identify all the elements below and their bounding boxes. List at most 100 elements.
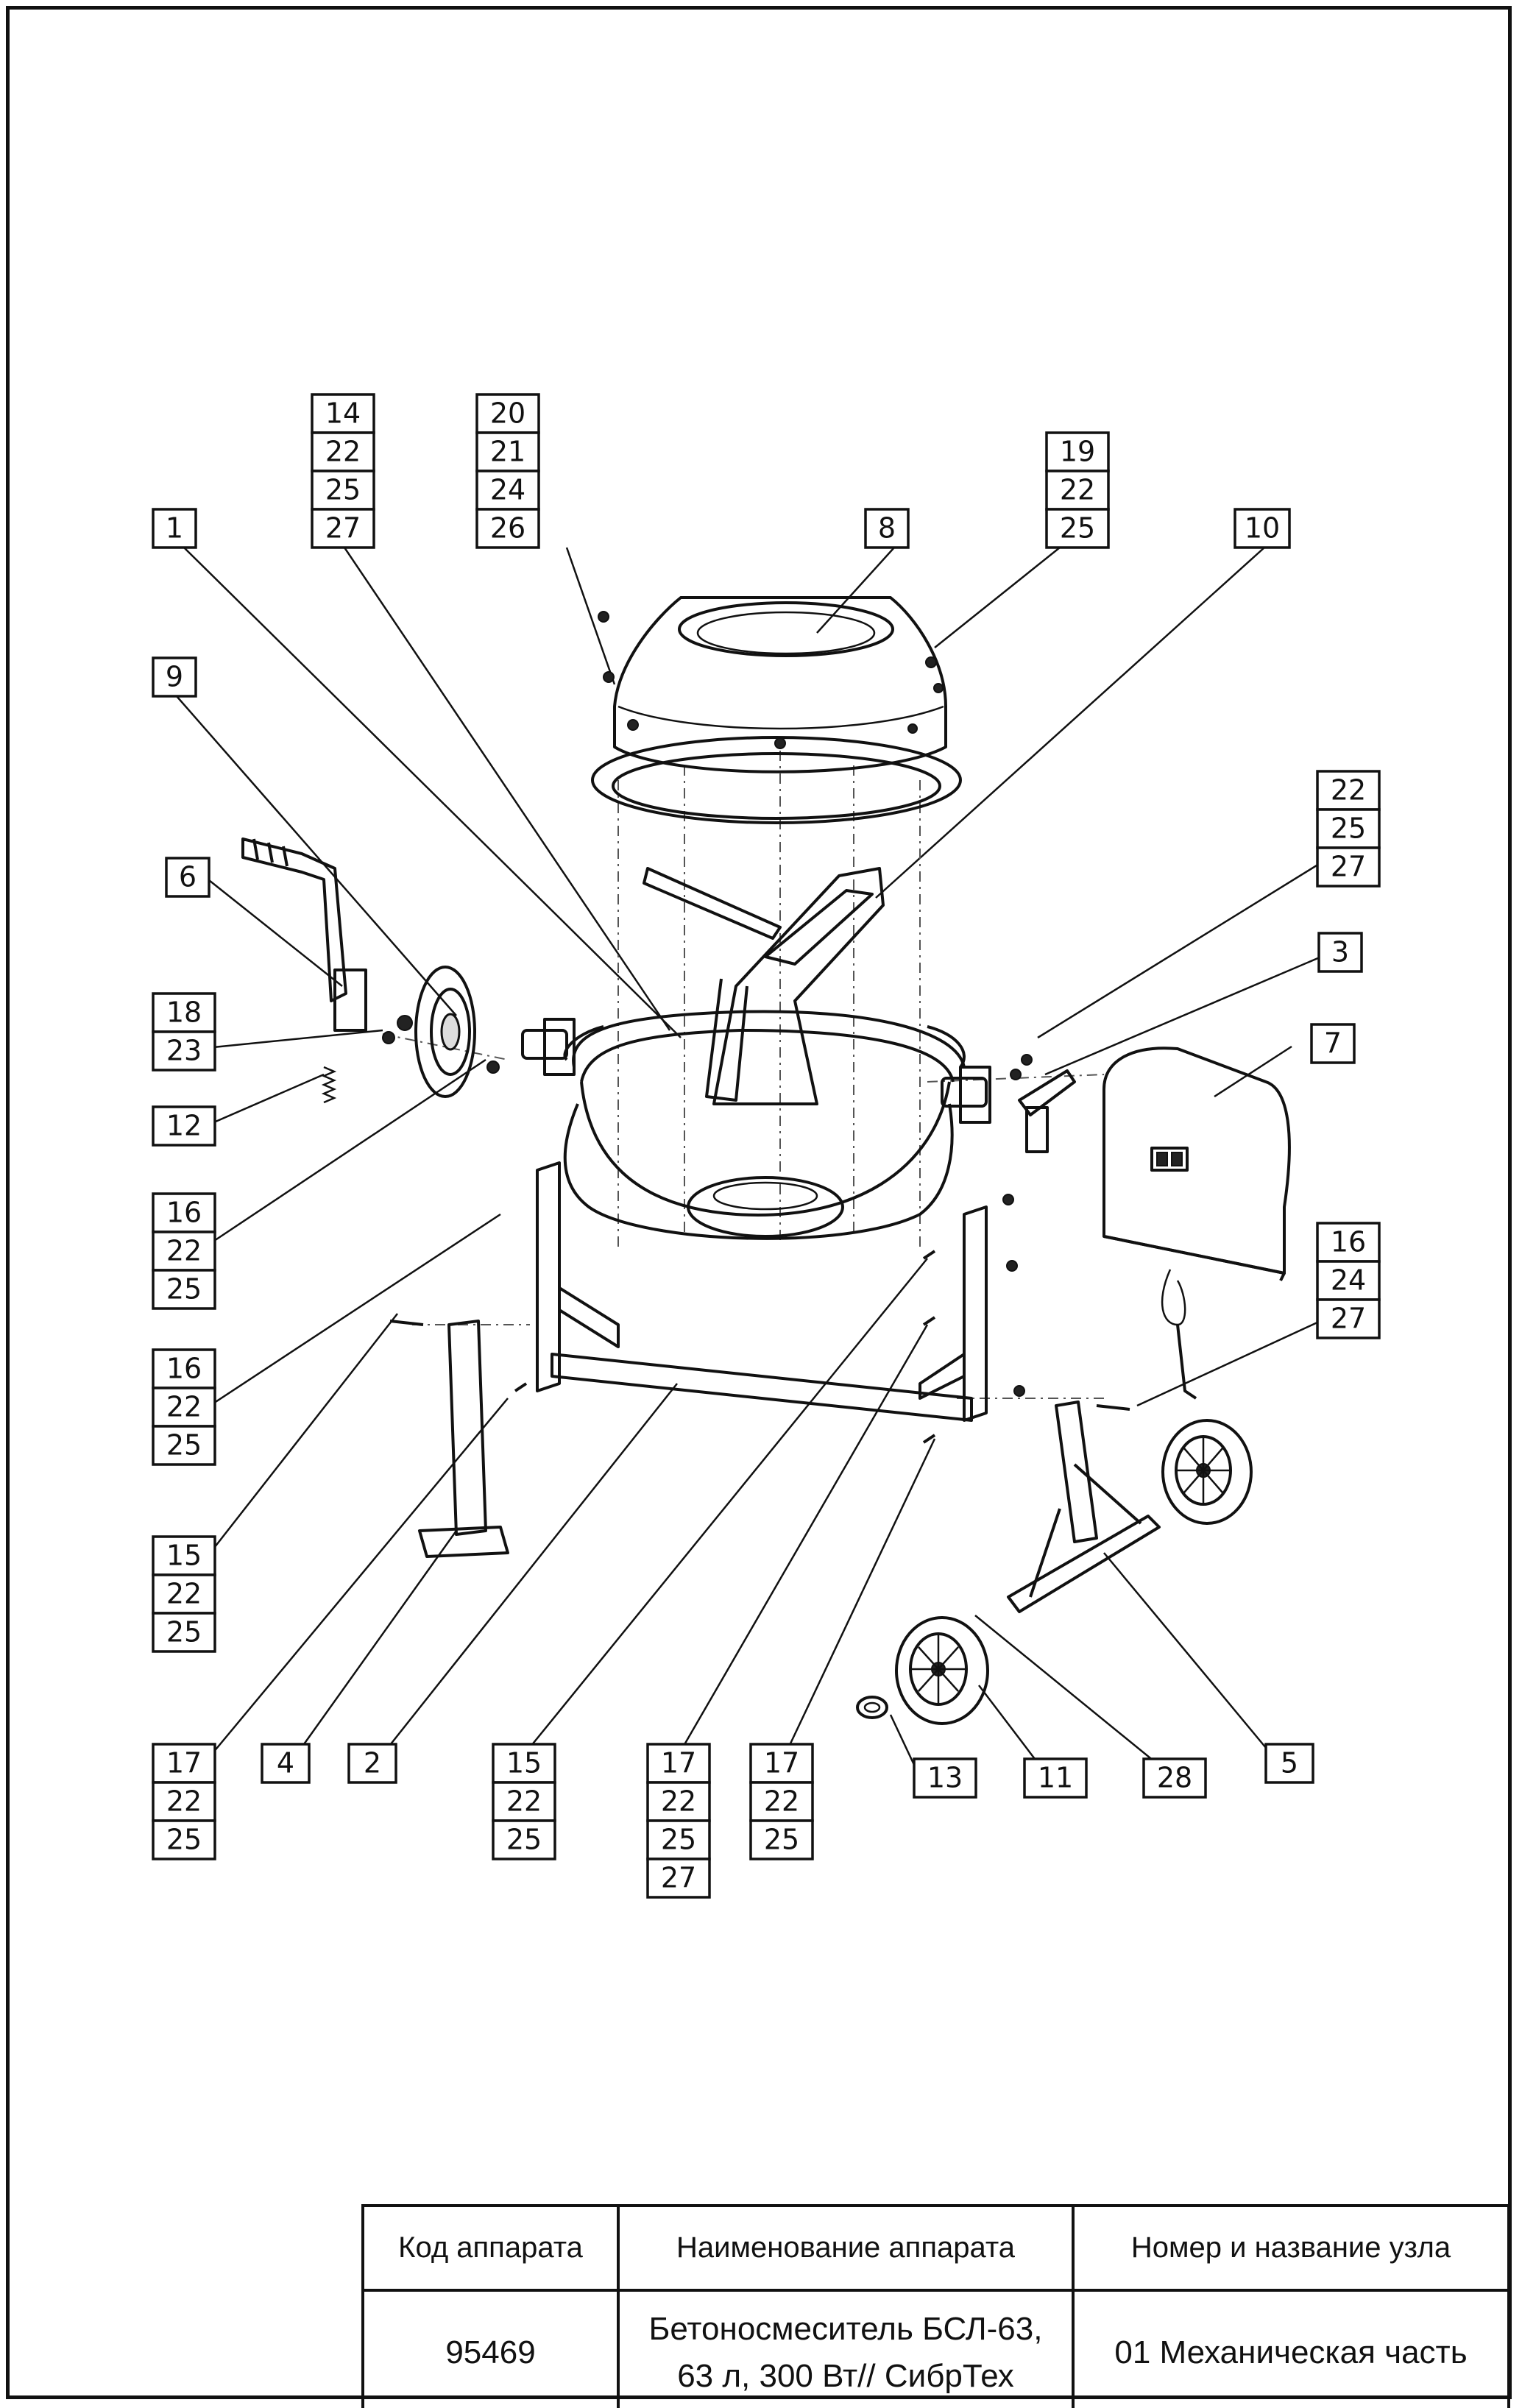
callout-number: 27 <box>1331 851 1366 883</box>
assembly-center-lines <box>382 751 1105 1399</box>
callout-number: 24 <box>490 474 525 506</box>
bowl-shaft-assembly <box>486 1018 1033 1124</box>
callout-number: 28 <box>1157 1762 1192 1794</box>
washer-part-13 <box>856 1696 888 1719</box>
callout-number: 22 <box>1331 774 1366 807</box>
title-block-table: Код аппарата Наименование аппарата Номер… <box>361 2204 1510 2408</box>
callout-box <box>492 1819 556 1860</box>
callout-number: 25 <box>166 1273 202 1306</box>
callout-box <box>749 1743 814 1784</box>
callout-box <box>152 1819 216 1860</box>
apparatus-name-line-2: 63 л, 300 Вт// СибрТех <box>677 2358 1014 2394</box>
callout-c10: 3 <box>1317 932 1363 973</box>
callout-box <box>152 1269 216 1310</box>
wheel-second <box>1161 1419 1253 1525</box>
callout-box <box>152 1348 216 1389</box>
callout-c9: 6 <box>165 857 210 898</box>
callout-box <box>913 1757 977 1799</box>
callout-box <box>1316 1298 1381 1339</box>
motor-cover-part-7 <box>1102 1047 1291 1400</box>
callout-box <box>152 992 216 1033</box>
title-block-header-row: Код аппарата Наименование аппарата Номер… <box>361 2204 1510 2292</box>
support-leg-part-4 <box>418 1320 509 1558</box>
callout-box <box>1316 1260 1381 1301</box>
callout-number: 25 <box>506 1824 542 1856</box>
callout-c19: 4 <box>261 1743 311 1784</box>
callout-number: 25 <box>661 1824 696 1856</box>
callout-number: 22 <box>166 1785 202 1818</box>
frame-part-2 <box>536 1161 988 1422</box>
callout-number: 15 <box>166 1540 202 1572</box>
spring-part-12 <box>321 1015 413 1104</box>
callout-box <box>749 1819 814 1860</box>
unit-name: 01 Механическая часть <box>1072 2289 1510 2408</box>
callout-number: 22 <box>166 1235 202 1267</box>
callout-box <box>165 857 210 898</box>
callout-box <box>492 1781 556 1822</box>
callout-box <box>152 1105 216 1147</box>
callout-number: 19 <box>1060 436 1095 468</box>
callout-c1: 1 <box>152 508 197 549</box>
callout-box <box>1233 508 1291 549</box>
callout-box <box>475 508 540 549</box>
callout-number: 27 <box>325 512 361 545</box>
callout-number: 25 <box>166 1616 202 1649</box>
callout-number: 22 <box>166 1391 202 1423</box>
callout-number: 17 <box>166 1747 202 1780</box>
callout-box <box>311 393 375 434</box>
callout-number: 16 <box>166 1197 202 1229</box>
callout-box <box>152 1387 216 1428</box>
callout-c24: 13 <box>913 1757 977 1799</box>
callout-box <box>475 431 540 472</box>
callout-c26: 28 <box>1142 1757 1207 1799</box>
callout-box <box>152 1743 216 1784</box>
callout-box <box>152 656 197 698</box>
callout-box <box>646 1819 711 1860</box>
apparatus-code: 95469 <box>361 2289 620 2408</box>
callout-number: 10 <box>1245 512 1280 545</box>
title-block-value-row: 95469 Бетоносмеситель БСЛ-63, 63 л, 300 … <box>361 2289 1510 2408</box>
callout-number: 1 <box>166 512 183 545</box>
callout-number: 17 <box>661 1747 696 1780</box>
callout-c7: 9 <box>152 656 197 698</box>
callout-box <box>152 1612 216 1653</box>
frame-bolts <box>389 1194 1130 1444</box>
callout-c13: 12 <box>152 1105 216 1147</box>
callout-number: 22 <box>325 436 361 468</box>
callout-number: 17 <box>764 1747 799 1780</box>
callout-number: 18 <box>166 996 202 1029</box>
callout-number: 25 <box>764 1824 799 1856</box>
pulley-part-9 <box>414 966 476 1098</box>
wheel-part-11 <box>895 1616 989 1725</box>
callout-c14: 16 22 25 <box>152 1192 216 1310</box>
fasteners-top <box>598 611 944 749</box>
callout-number: 9 <box>166 661 183 693</box>
callout-number: 22 <box>506 1785 542 1818</box>
callout-box <box>646 1858 711 1899</box>
axle-stand-part-5 <box>1007 1400 1161 1613</box>
callout-box <box>152 1425 216 1466</box>
callout-box <box>152 1573 216 1615</box>
callout-number: 5 <box>1281 1747 1298 1780</box>
apparatus-name-line-1: Бетоносмеситель БСЛ-63, <box>648 2311 1043 2348</box>
callout-number: 11 <box>1038 1762 1073 1794</box>
callout-number: 8 <box>878 512 896 545</box>
callout-number: 27 <box>1331 1303 1366 1335</box>
callout-box <box>347 1743 397 1784</box>
callout-number: 2 <box>364 1747 381 1780</box>
callout-c20: 2 <box>347 1743 397 1784</box>
callout-number: 23 <box>166 1035 202 1067</box>
callout-number: 16 <box>1331 1226 1366 1258</box>
callout-c11: 7 <box>1310 1023 1356 1064</box>
